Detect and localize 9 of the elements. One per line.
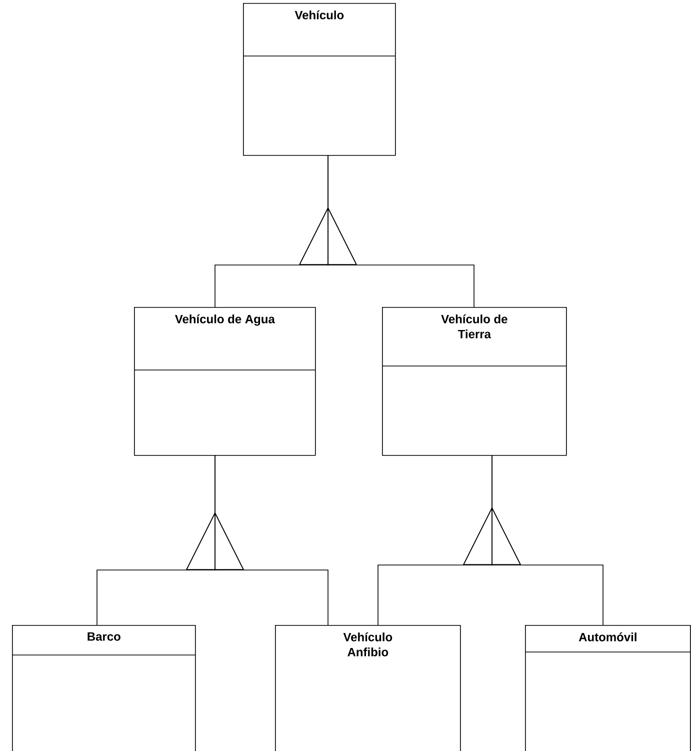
class-box: Automóvil — [524, 625, 691, 751]
class-box: Vehículo Anfibio — [275, 625, 461, 751]
class-box: Vehículo de Agua — [134, 307, 316, 456]
generalization-arrow — [186, 454, 328, 626]
generalization-arrow — [298, 154, 474, 308]
generalization-arrow — [462, 454, 604, 626]
class-box: Vehículo — [242, 3, 396, 156]
class-box: Barco — [12, 625, 196, 751]
class-box: Vehículo de Tierra — [382, 307, 567, 456]
